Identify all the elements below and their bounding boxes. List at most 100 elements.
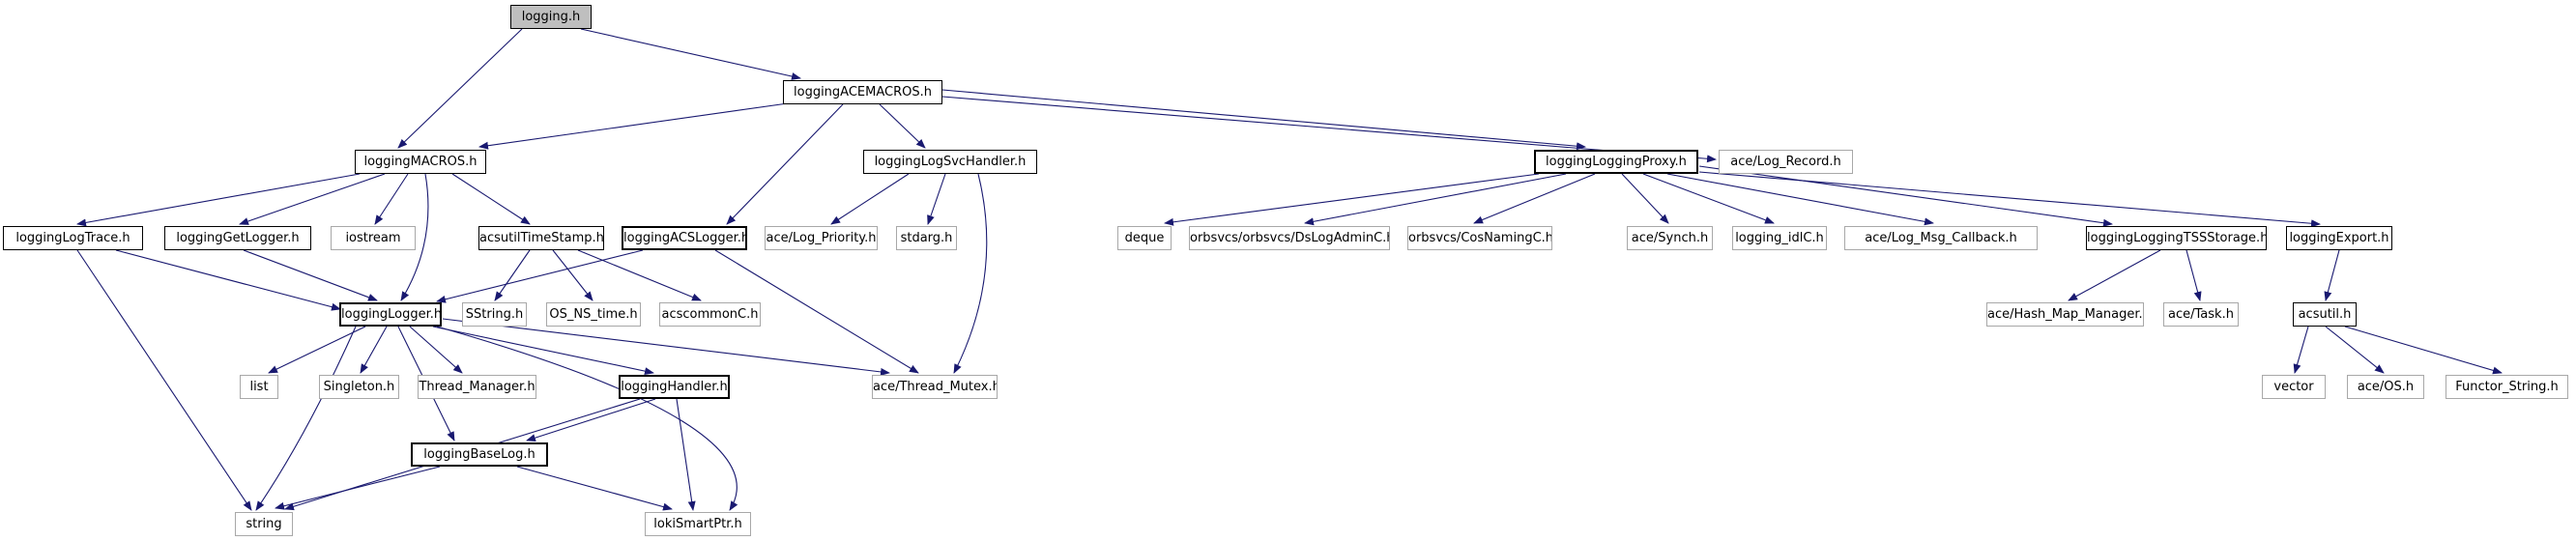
graph-node-iostream: iostream xyxy=(331,226,416,250)
graph-node-loggingACEMACROS_h[interactable]: loggingACEMACROS.h xyxy=(783,80,942,104)
graph-node-label: loggingBaseLog.h xyxy=(423,447,535,462)
graph-node-string: string xyxy=(235,512,293,536)
graph-node-label: loggingLoggingProxy.h xyxy=(1546,155,1687,169)
graph-node-label: loggingExport.h xyxy=(2289,231,2389,245)
edge-loggingMACROS_h-to-acsutilTimeStamp_h xyxy=(451,173,531,225)
graph-node-label: acsutil.h xyxy=(2298,307,2352,322)
graph-node-label: stdarg.h xyxy=(900,231,953,245)
graph-node-label: orbsvcs/orbsvcs/DsLogAdminC.h xyxy=(1190,231,1390,245)
graph-node-acsutil_h[interactable]: acsutil.h xyxy=(2293,302,2357,327)
edge-acsutil_h-to-vector xyxy=(2293,326,2309,374)
edge-loggingLogger_h-to-string xyxy=(255,326,357,511)
edge-loggingMACROS_h-to-loggingLogTrace_h xyxy=(76,173,361,227)
edge-loggingLogger_h-to-Thread_Manager_h xyxy=(409,326,463,374)
graph-node-stdarg_h: stdarg.h xyxy=(896,226,957,250)
graph-node-orbsvcs_CosNamingC_h: orbsvcs/CosNamingC.h xyxy=(1407,226,1552,250)
edge-loggingLoggingProxy_h-to-orbsvcs_CosNamingC_h xyxy=(1473,173,1596,224)
graph-node-label: list xyxy=(249,380,269,394)
edge-loggingGetLogger_h-to-loggingLogger_h xyxy=(243,249,378,301)
graph-node-label: ace/Hash_Map_Manager.h xyxy=(1987,307,2144,322)
graph-node-logging_h: logging.h xyxy=(510,5,592,29)
graph-node-label: loggingGetLogger.h xyxy=(176,231,300,245)
graph-node-loggingBaseLog_h[interactable]: loggingBaseLog.h xyxy=(411,442,548,467)
graph-node-vector: vector xyxy=(2262,375,2326,399)
graph-node-label: string xyxy=(246,517,282,531)
graph-node-ace_Thread_Mutex_h: ace/Thread_Mutex.h xyxy=(872,375,998,399)
graph-node-loggingLogTrace_h[interactable]: loggingLogTrace.h xyxy=(3,226,143,250)
graph-node-label: loggingLoggingTSSStorage.h xyxy=(2087,231,2267,245)
edge-loggingACEMACROS_h-to-ace_Log_Record_h xyxy=(941,96,1717,163)
graph-node-label: loggingLogger.h xyxy=(341,307,442,322)
graph-node-lokiSmartPtr_h: lokiSmartPtr.h xyxy=(645,512,751,536)
graph-node-label: ace/Synch.h xyxy=(1631,231,1709,245)
edge-loggingLoggingProxy_h-to-loggingLoggingTSSStorage_h xyxy=(1698,165,2113,227)
graph-node-label: ace/Log_Record.h xyxy=(1730,155,1841,169)
graph-node-ace_Task_h: ace/Task.h xyxy=(2163,302,2239,327)
graph-node-loggingExport_h[interactable]: loggingExport.h xyxy=(2286,226,2392,250)
edge-loggingLoggingProxy_h-to-loggingExport_h xyxy=(1698,171,2321,228)
edge-loggingMACROS_h-to-loggingGetLogger_h xyxy=(239,173,386,225)
edge-loggingLoggingProxy_h-to-orbsvcs_DsLogAdminC_h xyxy=(1304,173,1567,226)
graph-node-acsutilTimeStamp_h[interactable]: acsutilTimeStamp.h xyxy=(478,226,604,250)
graph-node-loggingLogger_h[interactable]: loggingLogger.h xyxy=(339,302,442,327)
graph-node-label: orbsvcs/CosNamingC.h xyxy=(1408,231,1552,245)
graph-node-loggingLogSvcHandler_h[interactable]: loggingLogSvcHandler.h xyxy=(863,150,1037,174)
edge-logging_h-to-loggingACEMACROS_h xyxy=(580,28,801,80)
graph-node-loggingACSLogger_h[interactable]: loggingACSLogger.h xyxy=(622,226,747,250)
edge-acsutilTimeStamp_h-to-OS_NS_time_h xyxy=(552,249,593,301)
edge-loggingBaseLog_h-to-string xyxy=(275,466,441,510)
graph-node-label: SString.h xyxy=(465,307,524,322)
edge-loggingLoggingProxy_h-to-deque xyxy=(1164,173,1540,226)
edge-loggingLoggingTSSStorage_h-to-ace_Hash_Map_Manager_h xyxy=(2068,249,2161,301)
graph-node-label: Thread_Manager.h xyxy=(419,380,535,394)
graph-node-label: vector xyxy=(2273,380,2314,394)
edge-logging_h-to-loggingMACROS_h xyxy=(397,28,523,149)
edge-acsutilTimeStamp_h-to-SString_h xyxy=(494,249,531,301)
edge-loggingLogger_h-to-list xyxy=(268,326,366,374)
edge-loggingHandler_h-to-lokiSmartPtr_h xyxy=(676,398,696,511)
graph-node-loggingHandler_h[interactable]: loggingHandler.h xyxy=(619,375,730,399)
graph-node-ace_Log_Msg_Callback_h: ace/Log_Msg_Callback.h xyxy=(1844,226,2038,250)
edge-loggingACSLogger_h-to-loggingLogger_h xyxy=(436,249,644,303)
edge-loggingLogger_h-to-ace_Thread_Mutex_h xyxy=(442,318,890,376)
graph-node-label: Functor_String.h xyxy=(2455,380,2559,394)
edge-loggingACEMACROS_h-to-loggingACSLogger_h xyxy=(726,103,844,225)
graph-node-deque: deque xyxy=(1117,226,1172,250)
graph-node-loggingLoggingProxy_h[interactable]: loggingLoggingProxy.h xyxy=(1534,150,1698,174)
edge-acsutil_h-to-ace_OS_h xyxy=(2325,326,2385,374)
graph-node-logging_idlC_h: logging_idlC.h xyxy=(1732,226,1827,250)
graph-node-label: ace/Task.h xyxy=(2168,307,2234,322)
graph-node-label: Singleton.h xyxy=(323,380,395,394)
graph-node-ace_OS_h: ace/OS.h xyxy=(2347,375,2424,399)
edge-loggingACEMACROS_h-to-loggingMACROS_h xyxy=(478,102,789,150)
graph-node-label: loggingACEMACROS.h xyxy=(794,85,932,100)
graph-node-ace_Log_Record_h: ace/Log_Record.h xyxy=(1719,150,1853,174)
graph-node-loggingLoggingTSSStorage_h[interactable]: loggingLoggingTSSStorage.h xyxy=(2086,226,2267,250)
graph-node-loggingGetLogger_h[interactable]: loggingGetLogger.h xyxy=(164,226,311,250)
edge-loggingACEMACROS_h-to-loggingLogSvcHandler_h xyxy=(879,103,926,149)
edge-loggingLogSvcHandler_h-to-ace_Thread_Mutex_h xyxy=(953,173,988,374)
edge-acsutil_h-to-Functor_String_h xyxy=(2344,326,2503,375)
edge-loggingLoggingTSSStorage_h-to-ace_Task_h xyxy=(2185,249,2202,301)
graph-node-ace_Hash_Map_Manager_h: ace/Hash_Map_Manager.h xyxy=(1986,302,2144,327)
edge-loggingHandler_h-to-loggingBaseLog_h xyxy=(526,398,656,442)
graph-node-label: ace/OS.h xyxy=(2357,380,2415,394)
edge-loggingLogTrace_h-to-string xyxy=(76,249,252,511)
graph-node-orbsvcs_DsLogAdminC_h: orbsvcs/orbsvcs/DsLogAdminC.h xyxy=(1189,226,1390,250)
graph-node-label: ace/Thread_Mutex.h xyxy=(873,380,998,394)
graph-node-label: lokiSmartPtr.h xyxy=(653,517,742,531)
edge-loggingLoggingProxy_h-to-logging_idlC_h xyxy=(1642,173,1775,224)
edge-loggingExport_h-to-acsutil_h xyxy=(2324,249,2340,301)
graph-node-label: iostream xyxy=(345,231,401,245)
edge-loggingLoggingProxy_h-to-ace_Log_Msg_Callback_h xyxy=(1666,173,1934,226)
graph-node-list: list xyxy=(240,375,278,399)
graph-node-ace_Synch_h: ace/Synch.h xyxy=(1627,226,1713,250)
graph-node-loggingMACROS_h[interactable]: loggingMACROS.h xyxy=(355,150,486,174)
edge-loggingMACROS_h-to-iostream xyxy=(374,173,409,225)
edge-loggingMACROS_h-to-loggingLogger_h xyxy=(400,173,429,301)
graph-node-label: ace/Log_Msg_Callback.h xyxy=(1865,231,2017,245)
graph-node-label: deque xyxy=(1124,231,1165,245)
graph-node-SString_h: SString.h xyxy=(462,302,527,327)
